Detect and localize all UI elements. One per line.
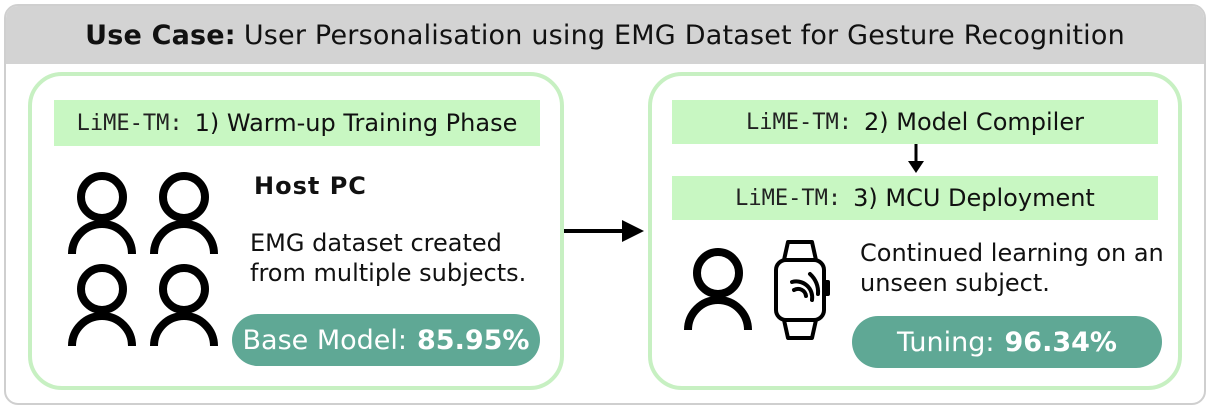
header-title: Use Case: User Personalisation using EMG… bbox=[6, 6, 1204, 64]
mcu-deployment-bar: LiME-TM: 3) MCU Deployment bbox=[672, 176, 1158, 220]
person-icon bbox=[150, 172, 218, 255]
tuning-description-line2: unseen subject. bbox=[860, 269, 1050, 297]
base-model-label: Base Model: bbox=[242, 324, 408, 356]
person-icon bbox=[68, 264, 136, 347]
model-compiler-prefix: LiME-TM: bbox=[746, 109, 852, 135]
person-icon bbox=[150, 264, 218, 347]
person-icon bbox=[684, 248, 752, 331]
tuning-result: Tuning: 96.34% bbox=[852, 316, 1162, 368]
model-compiler-bar: LiME-TM: 2) Model Compiler bbox=[672, 100, 1158, 144]
header-title-text: User Personalisation using EMG Dataset f… bbox=[243, 19, 1125, 51]
mcu-deployment-label: 3) MCU Deployment bbox=[853, 184, 1095, 212]
warmup-phase-label: 1) Warm-up Training Phase bbox=[194, 109, 518, 137]
arrow-right-icon bbox=[564, 220, 644, 242]
model-compiler-label: 2) Model Compiler bbox=[863, 108, 1084, 136]
warmup-phase-prefix: LiME-TM: bbox=[76, 110, 183, 136]
host-description-line1: EMG dataset created bbox=[250, 229, 502, 257]
host-description-line2: from multiple subjects. bbox=[250, 259, 527, 287]
smartwatch-icon bbox=[774, 240, 830, 340]
host-pc-title: Host PC bbox=[254, 172, 367, 200]
base-model-result: Base Model: 85.95% bbox=[232, 314, 540, 366]
warmup-phase-bar: LiME-TM: 1) Warm-up Training Phase bbox=[54, 100, 540, 146]
mcu-deployment-prefix: LiME-TM: bbox=[735, 185, 842, 211]
person-icon bbox=[68, 172, 136, 255]
header-title-bold: Use Case: bbox=[85, 19, 236, 51]
tuning-value: 96.34% bbox=[1004, 326, 1117, 358]
arrow-down-icon bbox=[908, 144, 924, 173]
tuning-description-line1: Continued learning on an bbox=[860, 239, 1164, 267]
tuning-label: Tuning: bbox=[897, 326, 995, 358]
base-model-value: 85.95% bbox=[417, 324, 530, 356]
